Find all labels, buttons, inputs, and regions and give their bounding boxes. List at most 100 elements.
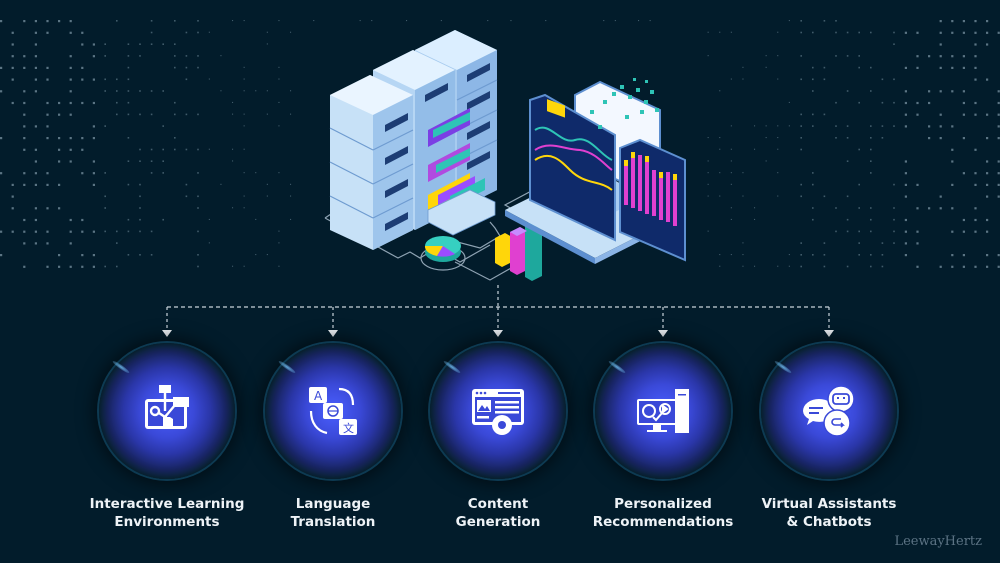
node-interactive-learning (99, 343, 235, 479)
background-dot (0, 90, 3, 93)
background-dot (916, 55, 919, 58)
svg-text:A: A (314, 389, 323, 403)
background-dot (893, 218, 895, 221)
background-dot (754, 148, 756, 150)
background-dot (986, 78, 989, 81)
background-dot (951, 230, 954, 233)
background-dot (139, 160, 141, 162)
background-dot (997, 31, 1000, 34)
translation-icon: A 文 (303, 381, 363, 441)
background-dot (92, 160, 95, 163)
background-dot (11, 101, 14, 105)
background-dot (185, 183, 188, 186)
node-label-line2: Generation (455, 514, 541, 530)
background-dot (951, 66, 954, 69)
background-dot (835, 207, 837, 209)
background-dot (719, 148, 721, 150)
background-dot (127, 78, 130, 81)
background-dot (81, 265, 84, 268)
background-dot (835, 137, 837, 139)
background-dot (278, 265, 280, 267)
background-dot (510, 20, 512, 22)
background-dot (858, 254, 860, 256)
background-dot (916, 207, 919, 210)
background-dot (812, 207, 814, 209)
background-dot (858, 31, 860, 34)
background-dot (800, 242, 802, 244)
background-dot (904, 195, 907, 198)
background-dot (208, 242, 210, 244)
background-dot (974, 207, 977, 210)
background-dot (104, 172, 106, 174)
background-dot (858, 55, 860, 57)
node-label-line1: Language (295, 496, 371, 512)
background-dot (34, 125, 37, 128)
background-dot (870, 265, 872, 268)
background-dot (986, 254, 989, 257)
background-dot (800, 195, 802, 198)
background-dot (162, 160, 164, 162)
background-dot (870, 254, 872, 256)
background-dot (974, 265, 977, 268)
background-dot (870, 172, 872, 174)
background-dot (800, 183, 802, 186)
background-dot (116, 20, 118, 22)
background-dot (800, 137, 802, 139)
background-dot (765, 66, 767, 68)
background-dot (174, 148, 176, 151)
background-dot (162, 43, 164, 45)
background-dot (23, 148, 26, 151)
background-dot (174, 101, 176, 104)
background-dot (986, 230, 989, 233)
background-dot (278, 242, 280, 244)
background-dot (951, 265, 954, 268)
background-dot (939, 55, 942, 58)
background-dot (893, 230, 895, 233)
background-dot (23, 172, 26, 175)
background-dot (46, 31, 49, 34)
background-dot (719, 172, 721, 174)
background-dot (707, 55, 709, 57)
background-dot (208, 218, 210, 220)
background-dot (997, 90, 1000, 93)
background-dot (23, 66, 26, 69)
node-label-line1: Virtual Assistants (761, 496, 897, 512)
background-dot (881, 125, 884, 127)
background-dot (974, 55, 977, 58)
background-dot (754, 207, 756, 209)
background-dot (150, 113, 153, 116)
background-dot (893, 207, 895, 209)
background-dot (870, 230, 872, 233)
background-dot (58, 137, 61, 140)
background-dot (58, 20, 61, 23)
background-dot (266, 113, 268, 115)
background-dot (928, 137, 931, 140)
background-dot (220, 183, 222, 185)
background-dot (800, 78, 802, 81)
background-dot (150, 148, 153, 151)
background-dot (846, 230, 849, 233)
background-dot (34, 148, 37, 151)
background-dot (986, 218, 989, 222)
background-dot (23, 90, 26, 93)
background-dot (812, 66, 814, 69)
background-dot (858, 242, 860, 244)
background-dot (800, 55, 802, 57)
background-dot (23, 20, 26, 23)
background-dot (870, 148, 872, 151)
background-dot (893, 125, 895, 127)
background-dot (69, 148, 72, 151)
background-dot (127, 55, 130, 57)
background-dot (116, 101, 118, 104)
background-dot (104, 90, 106, 92)
background-dot (893, 101, 895, 104)
background-dot (266, 183, 268, 185)
watermark-logo: LeewayHertz (894, 534, 982, 549)
background-dot (34, 20, 37, 23)
background-dot (92, 183, 95, 186)
background-dot (997, 101, 1000, 105)
background-dot (104, 195, 106, 198)
background-dot (11, 207, 14, 210)
